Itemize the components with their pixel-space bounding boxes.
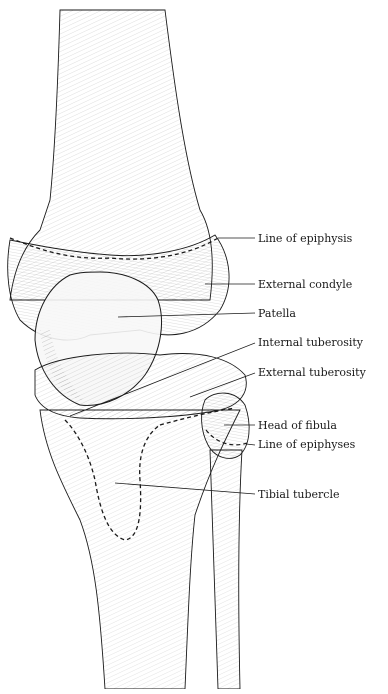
label-patella: Patella (258, 307, 296, 320)
label-tibial-tubercle: Tibial tubercle (258, 488, 340, 501)
leader-line-of-epiphyses (246, 444, 255, 445)
label-internal-tuberosity: Internal tuberosity (258, 336, 364, 349)
label-line-of-epiphyses: Line of epiphyses (258, 438, 356, 451)
label-line-of-epiphysis: Line of epiphysis (258, 232, 353, 245)
label-head-of-fibula: Head of fibula (258, 419, 337, 432)
label-external-tuberosity: External tuberosity (258, 366, 367, 379)
fibula-shaft (210, 450, 242, 689)
label-external-condyle: External condyle (258, 278, 352, 291)
